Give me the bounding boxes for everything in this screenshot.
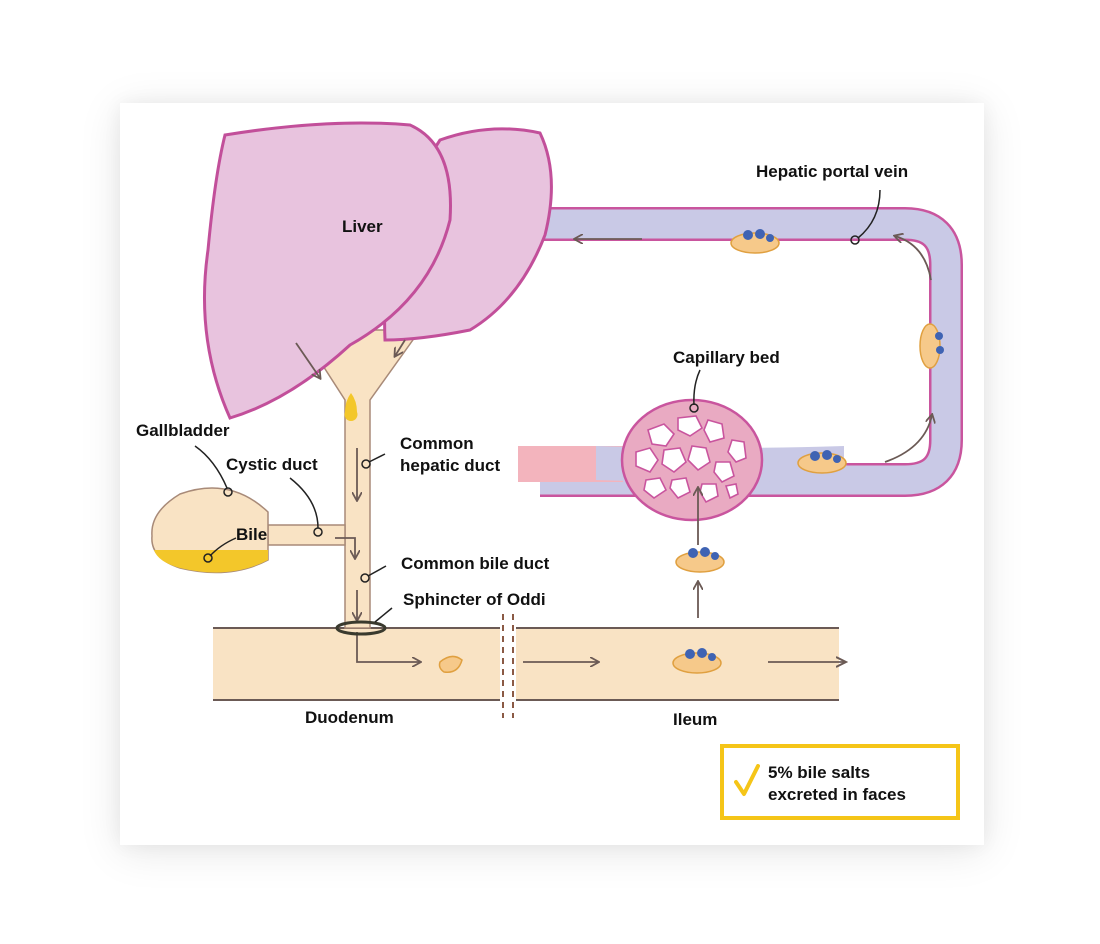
- intestine: [213, 614, 839, 718]
- common-hepatic-duct-label: Common hepatic duct: [400, 433, 500, 477]
- hepatic-portal-vein: [535, 207, 963, 497]
- sphincter-ring: [335, 620, 387, 636]
- common-hepatic-duct-line2: hepatic duct: [400, 456, 501, 475]
- sphincter-of-oddi-label: Sphincter of Oddi: [403, 590, 546, 609]
- cystic-duct-label: Cystic duct: [226, 455, 318, 474]
- leader-lines: [194, 189, 881, 623]
- common-hepatic-duct-line1: Common: [400, 434, 474, 453]
- check-icon: [734, 764, 760, 796]
- excretion-note: 5% bile salts excreted in faces: [720, 744, 960, 820]
- duodenum-label: Duodenum: [305, 708, 394, 727]
- micelle-dots: [685, 229, 944, 661]
- flow-arrows: [295, 236, 932, 662]
- capillary-bed-label: Capillary bed: [673, 348, 780, 367]
- common-bile-duct-label: Common bile duct: [401, 554, 550, 573]
- note-line1: 5% bile salts: [768, 763, 871, 782]
- liver-label: Liver: [342, 217, 383, 236]
- gallbladder-label: Gallbladder: [136, 421, 230, 440]
- ileum-label: Ileum: [673, 710, 718, 729]
- hepatic-portal-vein-label: Hepatic portal vein: [756, 162, 909, 181]
- note-text: 5% bile salts excreted in faces: [768, 762, 906, 806]
- liver-shape: [202, 121, 553, 420]
- capillary-bed: [596, 398, 844, 522]
- bile-label: Bile: [236, 525, 268, 544]
- note-line2: excreted in faces: [768, 785, 906, 804]
